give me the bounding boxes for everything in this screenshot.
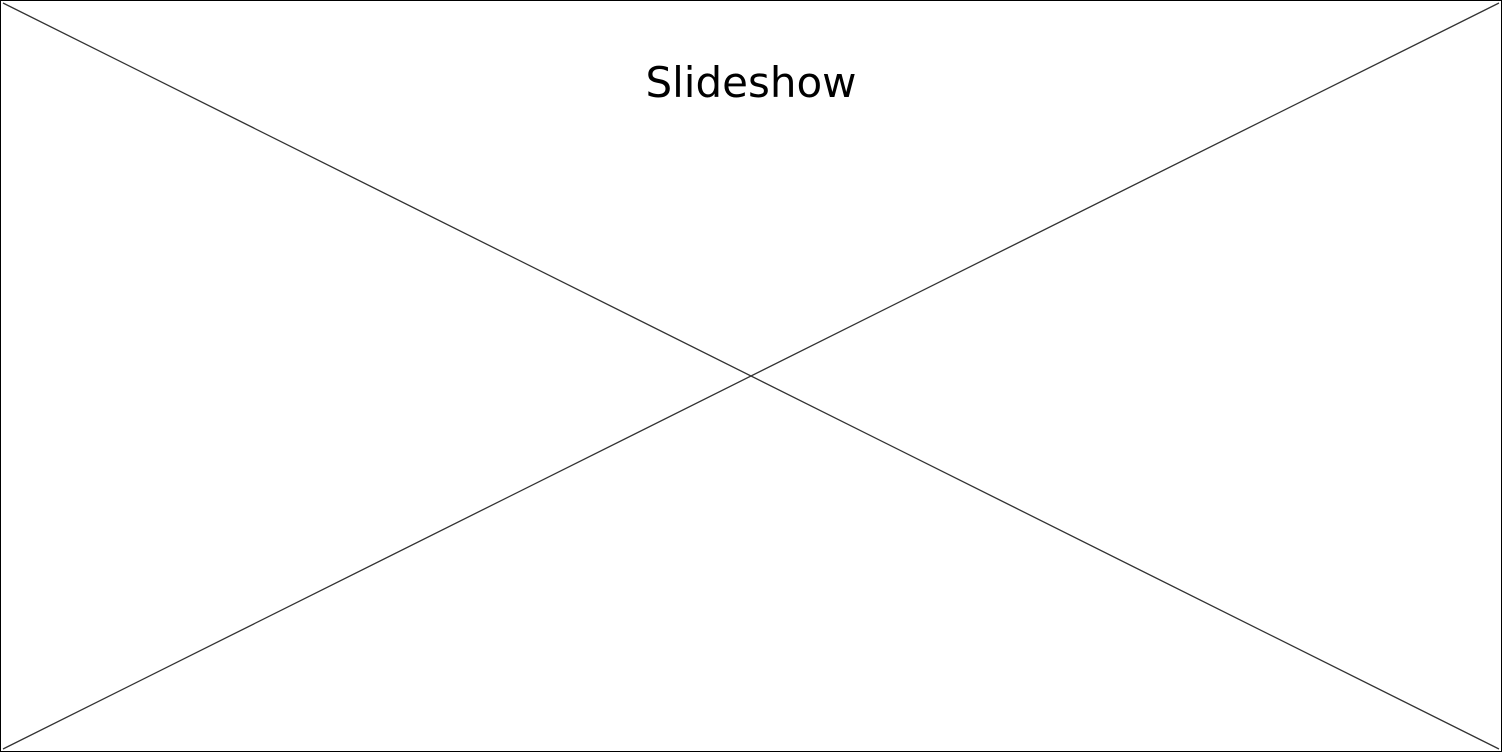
slideshow-placeholder[interactable]: Slideshow: [0, 0, 1502, 752]
image-placeholder-cross-icon: [0, 0, 1502, 752]
placeholder-diagonal-2: [2, 2, 1500, 750]
